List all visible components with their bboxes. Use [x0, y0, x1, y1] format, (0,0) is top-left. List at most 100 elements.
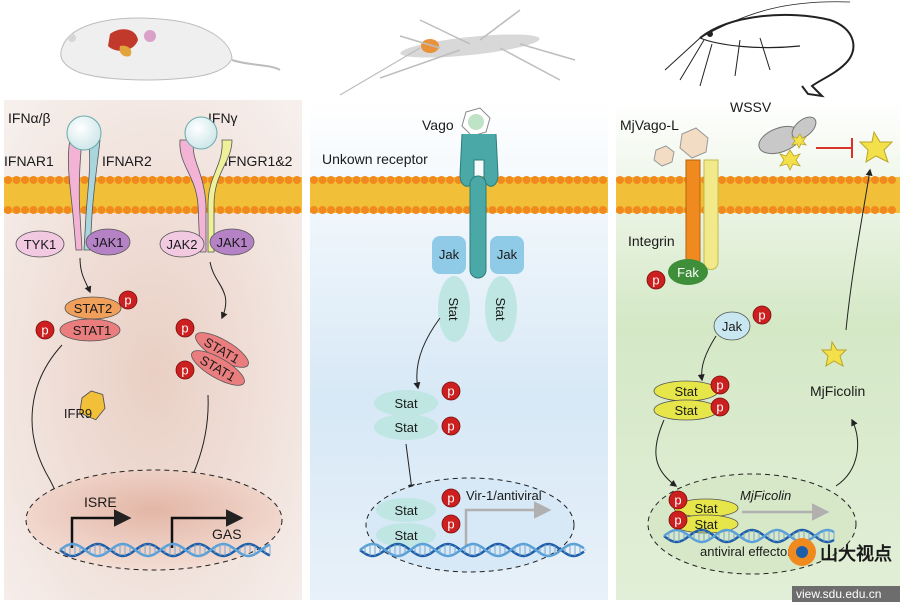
membrane-mammal [4, 176, 302, 214]
phosphate-circle [710, 397, 730, 417]
mjvago-label: MjVago-L [620, 117, 679, 133]
gas-promoter-arrow [170, 509, 244, 548]
arrow-ifngr-stat [209, 261, 228, 320]
watermark-name: 山大视点 [820, 543, 892, 564]
stat-left [438, 276, 470, 342]
stat-nuclear-shrimp-2-label: Stat [694, 517, 718, 532]
vir1-promoter-arrow [464, 501, 552, 546]
vago-label: Vago [422, 117, 454, 133]
stat-nuclear-2 [376, 523, 436, 547]
integrin-receptor [685, 159, 719, 270]
phosphate-circle [668, 490, 688, 510]
phosphate-circle [175, 318, 195, 338]
ifr9-label: IFR9 [64, 406, 92, 421]
shrimp-illustration [664, 1, 855, 98]
membrane-insect [310, 176, 608, 214]
ifn-alpha-beta-label: IFNα/β [8, 110, 51, 126]
stat-nuclear-2-label: Stat [394, 528, 418, 543]
jak-right-label: Jak [497, 247, 518, 262]
jak1-protein-a [85, 228, 131, 256]
phosphate-label: p [181, 363, 188, 378]
antiviral-effectors-label: antiviral effectors [700, 544, 799, 559]
phosphate-label: p [447, 517, 454, 532]
jak-right [490, 236, 524, 274]
stat-dimer-2-label: Stat [394, 420, 418, 435]
mjficolin-protein [820, 340, 848, 368]
jak1b-label: JAK1 [216, 235, 247, 250]
unknown-receptor-label: Unkown receptor [322, 151, 428, 167]
stat-dimer-1-label: Stat [394, 396, 418, 411]
ifn-alpha-beta-ligand [66, 115, 102, 151]
ifngr-receptor [179, 116, 233, 253]
tyk1-label: TYK1 [24, 237, 57, 252]
phosphate-label: p [716, 400, 723, 415]
stat-nuclear-1 [376, 498, 436, 522]
mouse-illustration [60, 17, 281, 81]
ifngr-label: IFNGR1&2 [224, 153, 293, 169]
tyk1-protein [15, 230, 65, 258]
phosphate-circle [646, 270, 666, 290]
mjvago-ligand [679, 127, 709, 159]
mjficolin-label: MjFicolin [810, 383, 865, 399]
arrow-mjficolin-secretion [845, 168, 873, 331]
stat-nuclear-1-label: Stat [394, 503, 418, 518]
arrow-jak-stat [697, 335, 717, 382]
phosphate-label: p [124, 293, 131, 308]
stat1-protein-c [191, 350, 245, 386]
dna-insect [359, 542, 586, 558]
mjficolin-gene-label: MjFicolin [740, 488, 791, 503]
fak-label: Fak [677, 265, 699, 280]
jak1a-label: JAK1 [92, 235, 123, 250]
phosphate-label: p [674, 493, 681, 508]
jak-protein-shrimp [713, 311, 751, 341]
inhibition-line [816, 138, 853, 158]
integrin-label: Integrin [628, 233, 675, 249]
phosphate-label: p [447, 384, 454, 399]
ifr9-shape [79, 390, 106, 421]
wssv-label: WSSV [730, 99, 772, 115]
stat-dimer-shrimp-2-label: Stat [674, 403, 698, 418]
stat-right-label: Stat [493, 297, 508, 321]
ifnar2-label: IFNAR2 [102, 153, 152, 169]
stat2-label: STAT2 [74, 301, 113, 316]
ifnar1-label: IFNAR1 [4, 153, 54, 169]
jak2-protein [159, 230, 205, 258]
stat-right [485, 276, 517, 342]
phosphate-circle [118, 290, 138, 310]
phosphate-label: p [716, 378, 723, 393]
watermark: 山大视点 view.sdu.edu.cn [788, 538, 900, 602]
mjvago-ligand-small [653, 145, 675, 167]
stat-left-label: Stat [446, 297, 461, 321]
stat-dimer-2 [374, 414, 438, 440]
dna-mammal [59, 542, 271, 558]
jak-left-label: Jak [439, 247, 460, 262]
arrow-nucleus-mjficolin [835, 418, 859, 487]
membrane-shrimp [616, 176, 900, 214]
gas-label: GAS [212, 526, 242, 542]
phosphate-label: p [674, 513, 681, 528]
phosphate-circle [441, 381, 461, 401]
watermark-url: view.sdu.edu.cn [796, 587, 881, 601]
phosphate-circle [710, 375, 730, 395]
phosphate-label: p [447, 419, 454, 434]
stat1-protein-a [59, 318, 121, 342]
stat-dimer-1 [374, 390, 438, 416]
arrow-ifnar-stat [79, 257, 92, 294]
vir1-label: Vir-1/antiviral [466, 488, 542, 503]
jak2-label: JAK2 [166, 237, 197, 252]
arrow-stat-nucleus-insect [405, 443, 415, 492]
stat-nuclear-shrimp-1-label: Stat [694, 501, 718, 516]
phosphate-label: p [41, 323, 48, 338]
phosphate-circle [441, 514, 461, 534]
insect-receptor [459, 133, 499, 279]
phosphate-circle [35, 320, 55, 340]
phosphate-label: p [758, 308, 765, 323]
phosphate-label: p [447, 491, 454, 506]
jak1-protein-b [209, 228, 255, 256]
phosphate-circle [752, 305, 772, 325]
stat1a-label: STAT1 [73, 323, 112, 338]
ifn-gamma-ligand [184, 116, 218, 150]
arrow-stat-dimer [413, 317, 441, 390]
